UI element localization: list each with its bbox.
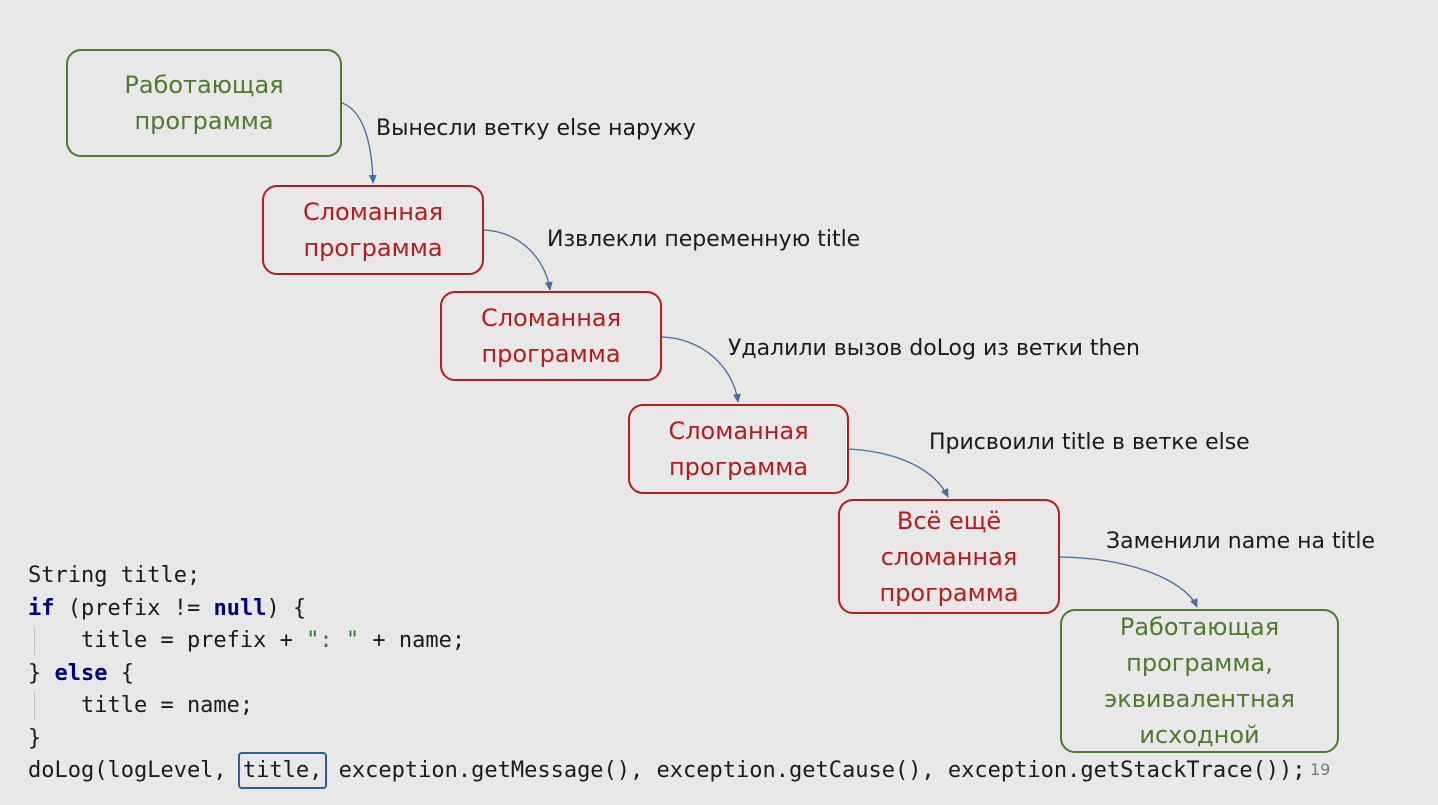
code-text: + name; — [359, 628, 466, 653]
arrow-step-2 — [483, 229, 553, 291]
arrow-step-4 — [848, 448, 949, 498]
string-literal: ": " — [306, 628, 360, 653]
code-text: ) { — [266, 595, 307, 621]
code-text: } — [28, 725, 42, 751]
code-text: title = prefix + — [28, 628, 307, 653]
keyword-if: if — [28, 595, 55, 621]
code-line-6: } — [28, 723, 1306, 756]
box-broken-program-2: Сломанная программа — [440, 291, 662, 381]
code-snippet: String title; if (prefix != null) { titl… — [28, 560, 1306, 789]
code-text: } — [28, 660, 55, 686]
code-line-3: title = prefix + ": " + name; — [28, 625, 1306, 658]
step-label-5: Заменили name на title — [1106, 529, 1376, 554]
code-text: String title; — [28, 563, 201, 588]
step-label-1: Вынесли ветку else наружу — [376, 116, 696, 141]
box-working-program: Работающая программа — [66, 49, 342, 157]
code-line-5: title = name; — [28, 690, 1306, 723]
code-text: (prefix != — [54, 595, 214, 621]
code-text: doLog(logLevel, — [28, 758, 240, 783]
page-number: 19 — [1310, 760, 1331, 779]
keyword-else: else — [54, 660, 108, 686]
box-still-broken-program: Всё ещё сломанная программа — [838, 499, 1060, 614]
indent-guide — [34, 627, 35, 655]
box-working-equivalent-program: Работающая программа, эквивалентная исхо… — [1060, 609, 1339, 753]
code-line-1: String title; — [28, 560, 1306, 593]
keyword-null: null — [213, 595, 267, 621]
box-broken-program-1: Сломанная программа — [262, 185, 484, 275]
highlighted-title-argument: title, — [237, 752, 328, 789]
box-broken-program-3: Сломанная программа — [628, 404, 849, 494]
step-label-2: Извлекли переменную title — [547, 227, 861, 252]
step-label-3: Удалили вызов doLog из ветки then — [728, 336, 1140, 361]
code-line-7: doLog(logLevel, title, exception.getMess… — [28, 752, 1306, 789]
code-line-4: } else { — [28, 658, 1306, 691]
indent-guide — [34, 692, 35, 720]
code-text: exception.getMessage(), exception.getCau… — [325, 758, 1306, 783]
code-line-2: if (prefix != null) { — [28, 593, 1306, 626]
arrow-step-5 — [1059, 556, 1198, 608]
code-text: title = name; — [28, 693, 254, 718]
arrow-step-1 — [341, 102, 377, 184]
arrow-step-3 — [661, 336, 741, 403]
code-text: { — [107, 660, 134, 686]
step-label-4: Присвоили title в ветке else — [929, 430, 1250, 455]
